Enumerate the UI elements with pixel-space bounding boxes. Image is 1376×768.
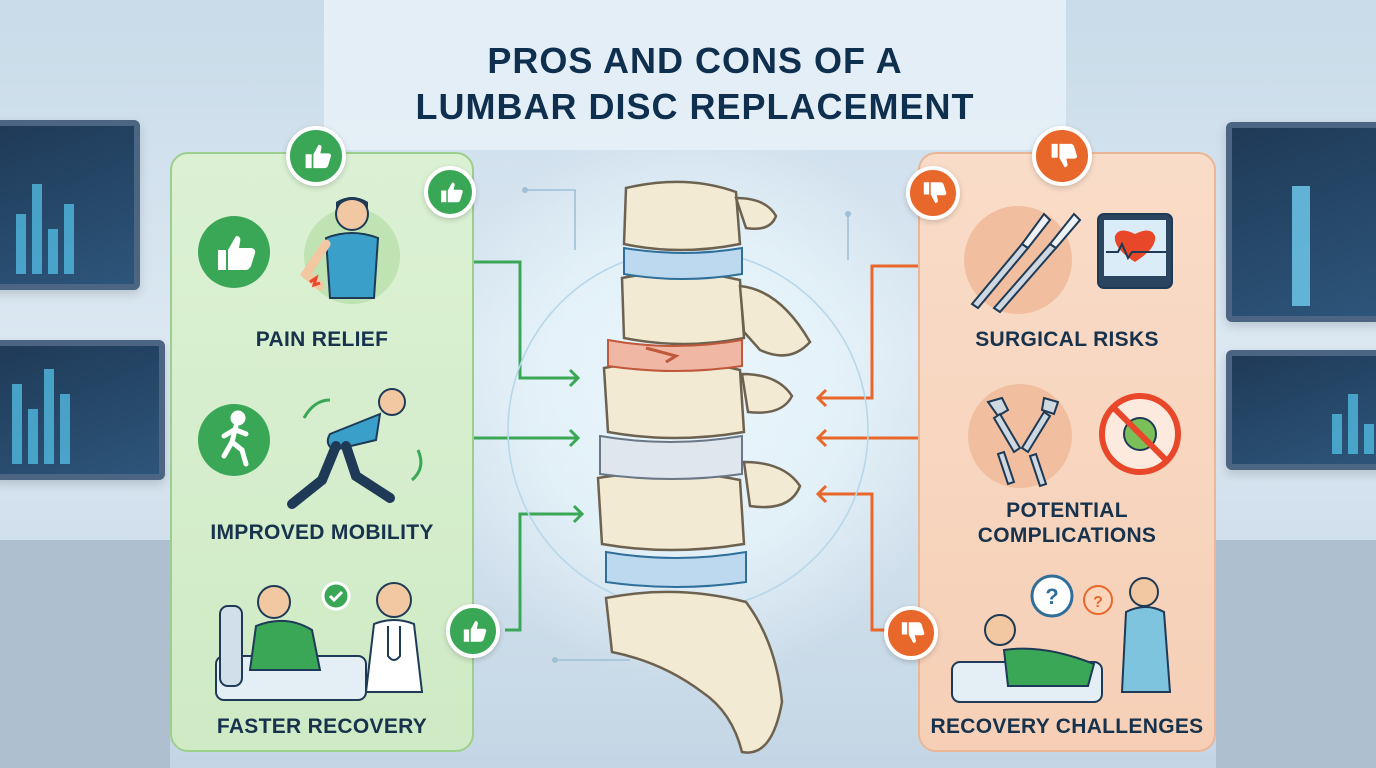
cons-label-potential: POTENTIAL <box>1006 499 1128 522</box>
damage-crack-icon <box>645 346 680 364</box>
pros-connector-1 <box>445 260 578 380</box>
cons-connector-1 <box>818 264 942 400</box>
thumbs-up-icon <box>218 236 256 270</box>
patient-head <box>257 585 291 619</box>
thumbs-down-icon <box>901 622 925 643</box>
scalpel-icon <box>970 212 1082 314</box>
improved-mobility-illustration <box>196 384 446 510</box>
motion-arrow-icon <box>410 449 423 482</box>
cons-arrowhead-3 <box>815 484 828 504</box>
stethoscope-icon <box>387 626 401 661</box>
cons-label-potential-complications: POTENTIAL COMPLICATIONS <box>920 498 1214 548</box>
cons-connector-3 <box>818 492 888 632</box>
pros-label-improved-mobility: IMPROVED MOBILITY <box>210 521 434 544</box>
recovery-challenges-illustration: ? ? <box>948 566 1188 706</box>
pros-arrowhead-2b <box>568 428 581 448</box>
cons-arrowhead-2a <box>815 428 828 448</box>
thumbs-down-icon <box>923 182 947 203</box>
pros-label-faster-recovery: FASTER RECOVERY <box>216 715 428 738</box>
background-monitor-left-top <box>0 120 140 290</box>
pros-bottom-badge <box>446 604 500 658</box>
svg-text:?: ? <box>1093 594 1103 611</box>
cons-bottom-badge <box>884 606 938 660</box>
doctor-head <box>376 582 412 618</box>
title-plate <box>324 0 1066 150</box>
pros-arrowhead-1b <box>568 368 581 388</box>
disc-1 <box>623 246 743 280</box>
background-desk-right <box>1216 540 1376 768</box>
background-desk-left <box>0 540 170 768</box>
screws-backdrop <box>968 384 1072 488</box>
background-monitor-right-bottom <box>1226 350 1376 470</box>
surgical-risks-illustration <box>962 204 1182 316</box>
patient-head <box>984 614 1016 646</box>
vertebra-1 <box>622 180 742 252</box>
thumbs-up-icon <box>305 144 332 169</box>
title-line-2: LUMBAR DISC REPLACEMENT <box>415 86 975 127</box>
question-bubble-icon <box>1030 574 1074 618</box>
pros-label-pain-relief: PAIN RELIEF <box>255 328 389 351</box>
nurse-uniform <box>1120 606 1172 693</box>
cons-arrowhead-1b <box>815 388 828 408</box>
walking-person-icon <box>221 410 249 467</box>
cons-label-surgical-risks: SURGICAL RISKS <box>975 328 1159 351</box>
doctor-coat <box>364 619 424 693</box>
motion-arrow-icon <box>302 398 331 419</box>
man-shirt <box>324 232 380 299</box>
artificial-disc-implant <box>599 434 743 480</box>
pain-spark-icon <box>309 274 321 288</box>
disc-4 <box>605 550 747 588</box>
svg-text:?: ? <box>1045 584 1058 609</box>
tech-line-1 <box>525 189 576 250</box>
patient-body <box>1002 647 1096 687</box>
pain-relief-illustration <box>192 186 412 316</box>
cons-label-recovery-challenges: RECOVERY CHALLENGES <box>930 715 1204 738</box>
bending-man-head <box>378 388 406 416</box>
patient-gown <box>248 619 322 671</box>
thumbs-up-icon <box>463 621 487 642</box>
potential-complications-illustration <box>968 384 1188 496</box>
vertebra-3 <box>602 360 746 440</box>
thumbs-up-icon <box>441 182 463 203</box>
pros-side-badge <box>424 166 476 218</box>
bending-man-legs <box>287 441 395 509</box>
pros-header-badge <box>286 126 346 186</box>
sacrum <box>604 590 784 754</box>
title-line-1: PROS AND CONS OF A <box>487 40 903 81</box>
vertebra-2 <box>620 271 746 346</box>
cons-side-badge <box>906 166 960 220</box>
vertebra-4 <box>596 471 746 552</box>
background-monitor-left-bottom <box>0 340 165 480</box>
background-monitor-right-top <box>1226 122 1376 322</box>
nurse-head <box>1129 577 1159 607</box>
question-bubble-icon <box>1083 585 1113 615</box>
cons-header-badge <box>1032 126 1092 186</box>
pros-arrowhead-3 <box>572 504 585 524</box>
faster-recovery-illustration <box>215 566 446 701</box>
broken-screws-icon <box>986 396 1060 488</box>
pros-connector-3 <box>505 512 582 632</box>
lumbar-spine-illustration <box>586 178 826 758</box>
page-title: PROS AND CONS OF A LUMBAR DISC REPLACEME… <box>324 38 1066 130</box>
cons-label-complications: COMPLICATIONS <box>977 524 1157 547</box>
thumbs-down-icon <box>1051 143 1078 168</box>
